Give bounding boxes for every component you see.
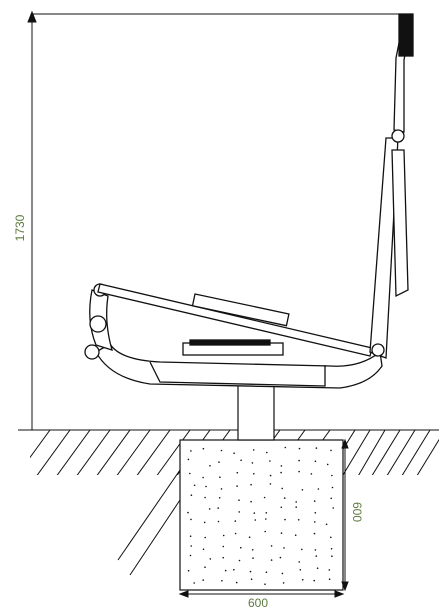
- foot-joints: [84, 283, 113, 360]
- pivot-middle: [89, 315, 107, 333]
- foundation-stipple: [187, 446, 335, 585]
- bar-handle: [191, 293, 290, 327]
- back-brace: [391, 149, 409, 298]
- back-frame: [369, 13, 414, 359]
- seat-pad-top: [189, 339, 271, 346]
- diagonal-bar: [97, 283, 373, 357]
- width-dimension-label: 600: [248, 596, 268, 608]
- seat-frame-inner: [149, 361, 326, 387]
- seat-pivot: [371, 343, 385, 357]
- pivot-bottom: [84, 344, 100, 360]
- depth-dimension: [341, 438, 349, 592]
- seat-frame: [95, 339, 383, 389]
- ground-hatching-lower: [117, 469, 180, 576]
- height-dimension: [27, 10, 410, 430]
- height-dimension-label: 1730: [13, 214, 27, 241]
- foundation: [179, 439, 344, 591]
- seat-frame-outer: [95, 343, 383, 389]
- depth-dimension-label: 600: [350, 502, 364, 522]
- back-pivot: [391, 129, 405, 143]
- pedestal-post: [237, 381, 275, 441]
- width-dimension: [178, 590, 345, 598]
- foundation-block: [179, 439, 344, 591]
- height-arrow-icon: [27, 10, 37, 23]
- handle-grip: [398, 13, 414, 57]
- connecting-bar: [97, 283, 373, 357]
